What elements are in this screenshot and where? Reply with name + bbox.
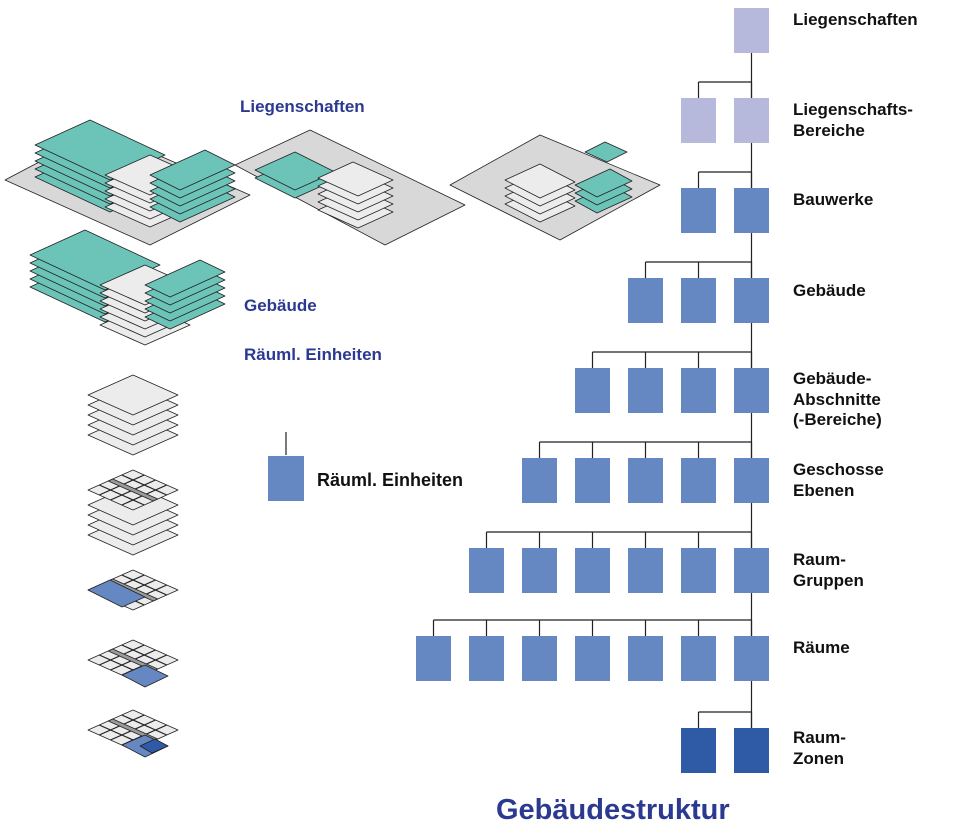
building-wing — [584, 141, 628, 163]
tree-node-box — [522, 458, 557, 503]
corridor — [107, 478, 159, 502]
tree-node-box — [681, 368, 716, 413]
building-wing — [144, 259, 226, 298]
tree-node-box — [681, 548, 716, 593]
tree-node-box — [628, 636, 663, 681]
building-wing — [574, 168, 633, 198]
level-label-gebaeude-abschnitte: Gebäude- Abschnitte (-Bereiche) — [793, 369, 882, 430]
tree-node-box — [575, 548, 610, 593]
tree-node-box — [575, 458, 610, 503]
tree-node-box — [628, 278, 663, 323]
tree-node-box — [522, 636, 557, 681]
left-label-liegenschaften: Liegenschaften — [240, 97, 365, 116]
tree-node-box — [734, 368, 769, 413]
tree-node-box — [469, 548, 504, 593]
level-label-liegenschaften: Liegenschaften — [793, 10, 918, 29]
room-cell — [139, 738, 169, 754]
tree-node-box — [734, 188, 769, 233]
tree-node-box — [734, 98, 769, 143]
level-label-raeume: Räume — [793, 638, 850, 657]
diagram-title: Gebäudestruktur — [496, 794, 730, 826]
grid-line — [121, 574, 167, 596]
left-label-gebaeude: Gebäude — [244, 296, 317, 315]
tree-node-box — [681, 458, 716, 503]
tree-node-box — [734, 278, 769, 323]
room-cell — [121, 664, 169, 688]
tree-node-box — [734, 8, 769, 53]
tree-node-box — [416, 636, 451, 681]
grid-line — [121, 474, 167, 496]
level-label-liegenschafts-bereiche: Liegenschafts- Bereiche — [793, 100, 913, 140]
room-cell — [87, 579, 146, 608]
left-label-raeuml-einheiten: Räuml. Einheiten — [244, 345, 382, 364]
level-label-raum-gruppen: Raum- Gruppen — [793, 550, 864, 590]
grid-line — [121, 714, 167, 736]
tree-node-box — [522, 548, 557, 593]
building-core — [317, 161, 394, 197]
building-core — [504, 163, 576, 199]
tree-node-box — [681, 98, 716, 143]
tree-node-box — [628, 548, 663, 593]
tree-node-box — [734, 636, 769, 681]
tree-node-box — [734, 548, 769, 593]
tree-node-box — [575, 368, 610, 413]
tree-node-box — [681, 636, 716, 681]
legend-label: Räuml. Einheiten — [317, 470, 464, 490]
tree-node-box — [681, 728, 716, 773]
tree-node-box — [734, 458, 769, 503]
level-label-gebaeude: Gebäude — [793, 281, 866, 300]
tree-node-box — [681, 188, 716, 233]
level-label-raum-zonen: Raum- Zonen — [793, 728, 846, 768]
level-label-bauwerke: Bauwerke — [793, 190, 874, 209]
tree-node-box — [734, 728, 769, 773]
legend-box — [268, 456, 304, 501]
tree-node-box — [575, 636, 610, 681]
grid-line — [121, 644, 167, 666]
level-label-geschosse-ebenen: Geschosse Ebenen — [793, 460, 884, 500]
tree-node-box — [628, 458, 663, 503]
tree-node-box — [628, 368, 663, 413]
tree-node-box — [469, 636, 504, 681]
floor-slab — [87, 374, 179, 416]
tree-node-box — [681, 278, 716, 323]
